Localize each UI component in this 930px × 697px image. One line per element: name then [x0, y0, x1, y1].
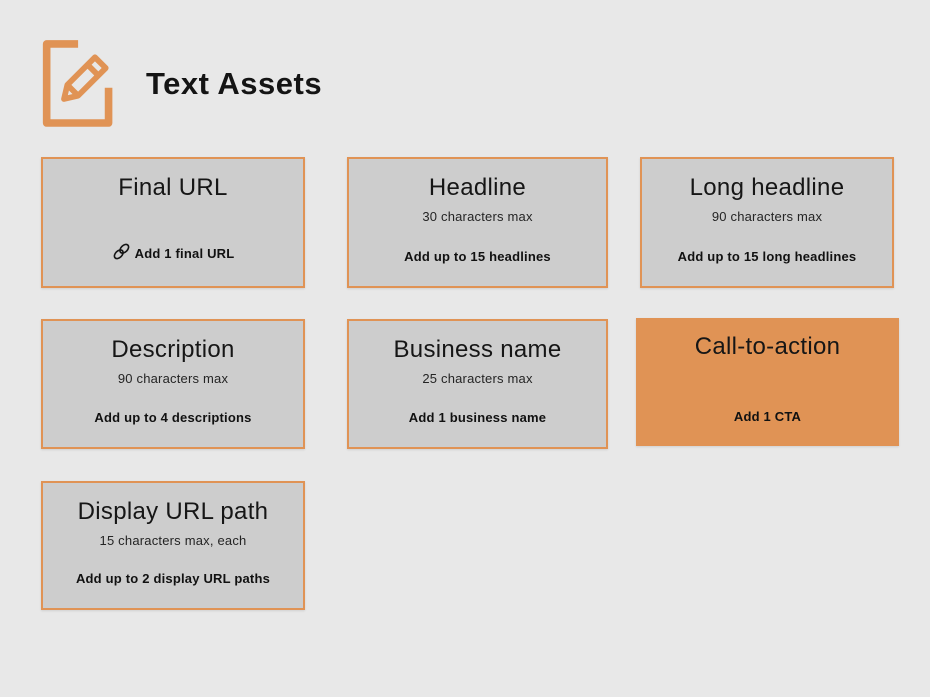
card-subtitle: 25 characters max	[422, 371, 533, 386]
card-description: Description 90 characters max Add up to …	[41, 319, 305, 449]
card-long-headline: Long headline 90 characters max Add up t…	[640, 157, 894, 288]
pencil-clipboard-icon	[40, 36, 120, 130]
card-note-text: Add 1 final URL	[134, 245, 235, 261]
card-subtitle: 90 characters max	[711, 209, 823, 224]
card-title: Description	[111, 336, 235, 363]
card-title: Headline	[428, 174, 527, 201]
card-subtitle: 15 characters max, each	[99, 533, 247, 548]
page-title: Text Assets	[146, 66, 323, 101]
link-icon	[112, 242, 131, 264]
card-note: Add 1 CTA	[733, 409, 802, 424]
card-note: Add up to 15 long headlines	[677, 249, 857, 264]
card-business-name: Business name 25 characters max Add 1 bu…	[347, 319, 608, 449]
card-note: Add 1 final URL	[43, 242, 303, 264]
card-note: Add up to 4 descriptions	[94, 410, 252, 425]
card-note: Add up to 15 headlines	[404, 249, 551, 264]
card-title: Final URL	[118, 174, 228, 201]
card-final-url: Final URL Add 1 final URL	[41, 157, 305, 288]
card-title: Call-to-action	[694, 333, 841, 360]
card-note: Add up to 2 display URL paths	[75, 571, 271, 586]
card-title: Business name	[393, 336, 562, 363]
card-note: Add 1 business name	[408, 410, 547, 425]
card-headline: Headline 30 characters max Add up to 15 …	[347, 157, 608, 288]
card-display-url-path: Display URL path 15 characters max, each…	[41, 481, 305, 610]
card-call-to-action: Call-to-action Add 1 CTA	[636, 318, 899, 446]
card-title: Long headline	[689, 174, 845, 201]
card-title: Display URL path	[77, 498, 269, 525]
card-subtitle: 90 characters max	[117, 371, 229, 386]
card-subtitle: 30 characters max	[422, 209, 533, 224]
